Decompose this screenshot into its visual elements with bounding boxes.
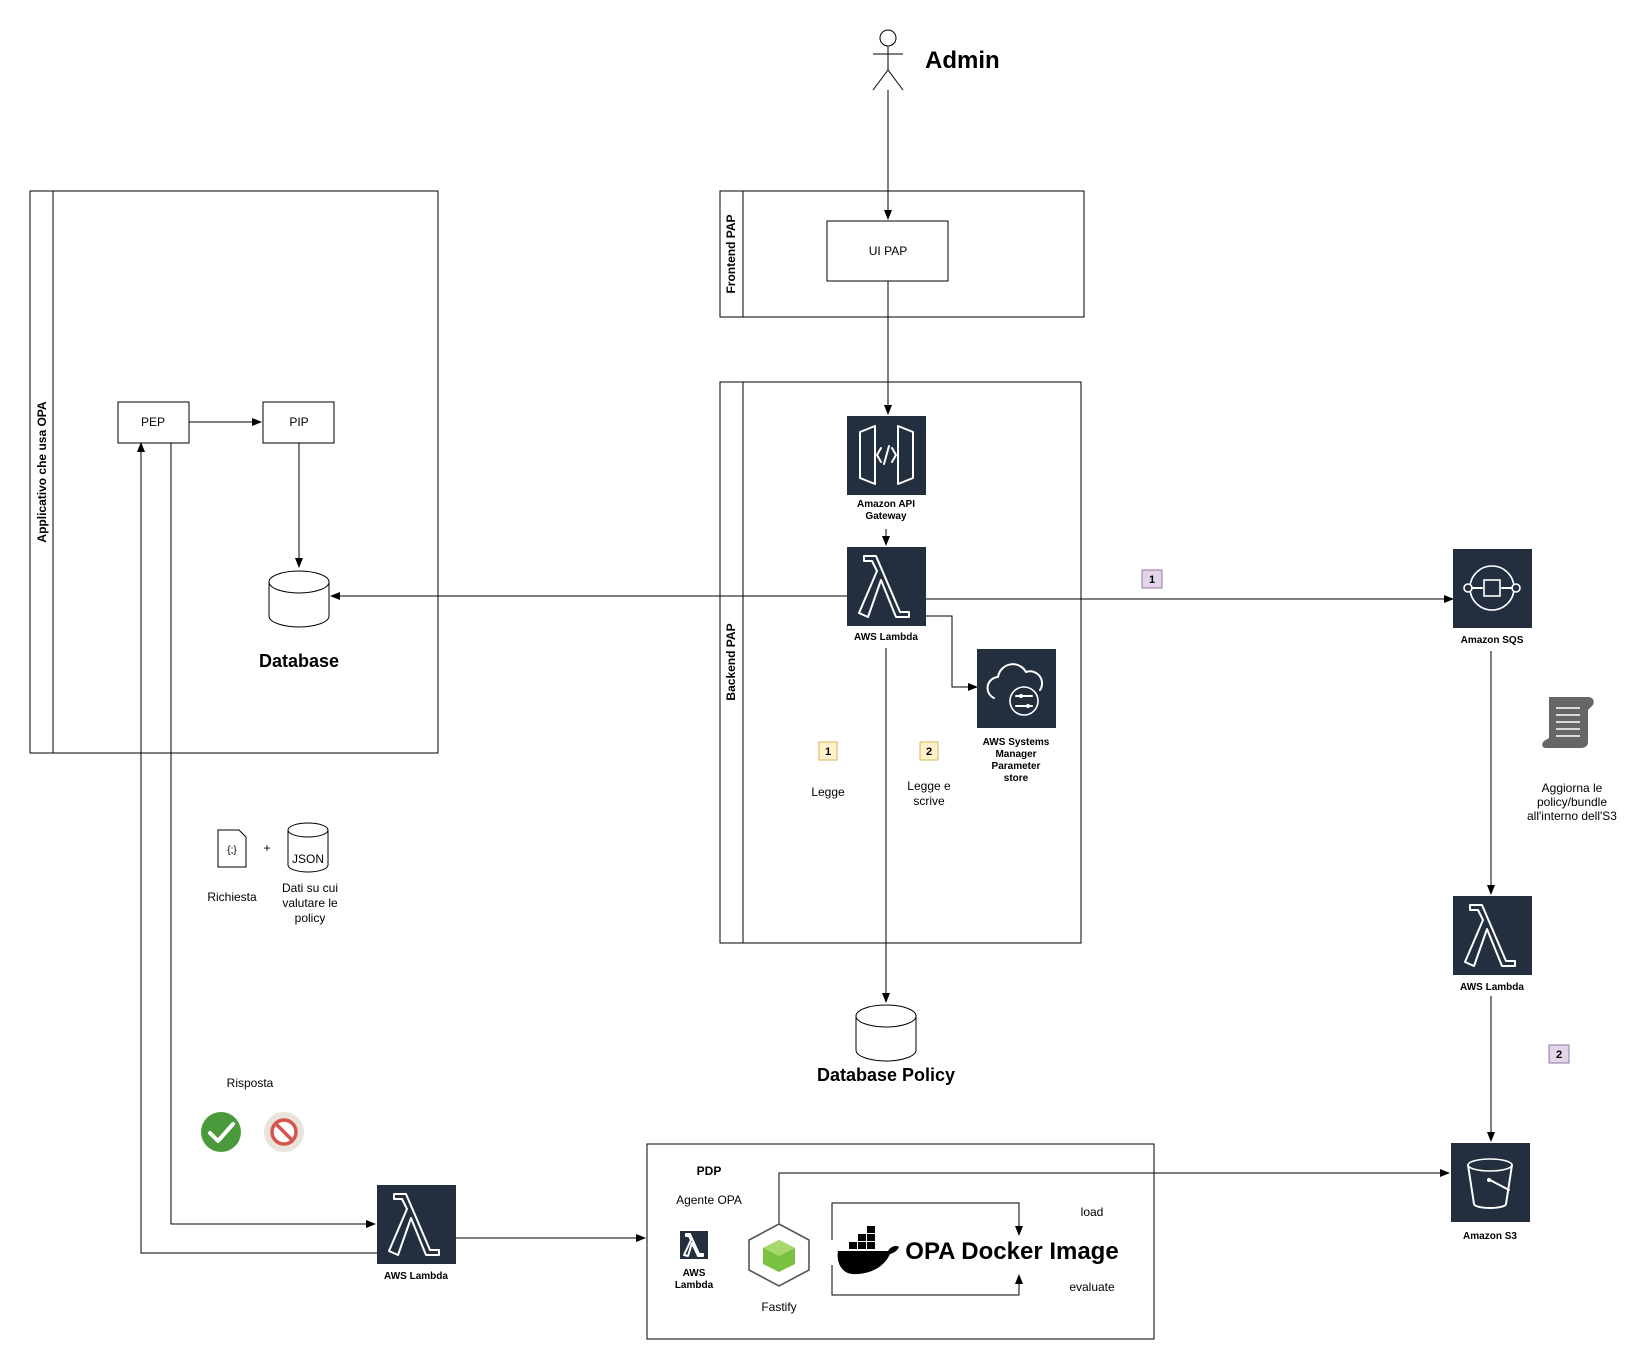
lambda-right-label: AWS Lambda [1460,982,1524,993]
richiesta-label: Richiesta [207,890,257,904]
risposta-label: Risposta [227,1076,274,1090]
docker-whale-icon [837,1226,899,1275]
ssm-label-1: AWS Systems [983,737,1050,748]
pip-node[interactable]: PIP [262,401,335,444]
lambda-right-node[interactable]: AWS Lambda [1453,896,1532,993]
deny-prohibited-icon [264,1112,304,1152]
s3-bucket-icon [1467,1158,1513,1209]
dati-label-1: Dati su cui [282,881,338,895]
app-container: Applicativo che usa OPA [29,190,439,754]
evaluate-label: evaluate [1069,1280,1115,1294]
badge-s3-step-number: 2 [1556,1049,1562,1061]
badge-legge-scrive: 2 [919,741,939,761]
opa-docker-node[interactable]: OPA Docker Image [837,1226,1119,1275]
lambda-pdp-node[interactable]: AWS Lambda [675,1231,714,1291]
sqs-icon [1463,565,1521,611]
badge-sqs-step: 1 [1141,569,1163,589]
code-glyph: {;} [227,845,237,856]
database-cylinder-icon [855,1004,917,1062]
lambda-icon [388,1193,440,1256]
database-node[interactable]: Database [259,570,339,671]
lambda-icon [683,1233,704,1257]
legge-label: Legge [811,785,845,799]
lambda-bottom-node[interactable]: AWS Lambda [377,1185,456,1282]
api-gateway-label-2: Gateway [865,511,907,522]
database-policy-label: Database Policy [817,1065,955,1085]
allow-check-icon [201,1112,241,1152]
badge-s3-step: 2 [1548,1044,1570,1064]
badge-legge-number: 1 [825,746,831,758]
ssm-node[interactable]: AWS Systems Manager Parameter store [977,649,1056,784]
lambda-pdp-label-2: Lambda [675,1280,714,1291]
ssm-label-3: Parameter [992,761,1041,772]
plus-sign: + [263,841,270,855]
json-label: JSON [292,852,324,866]
edges [137,90,1495,1296]
ui-pap-label: UI PAP [869,244,907,258]
stick-figure-icon [872,29,904,91]
lambda-icon [858,555,910,618]
ui-pap-node[interactable]: UI PAP [826,220,949,282]
nodejs-hexagon-icon [748,1223,810,1287]
edge-load [831,1202,1023,1240]
opa-docker-label: OPA Docker Image [905,1238,1118,1265]
pdp-container: PDP Agente OPA [646,1143,1155,1340]
json-data: JSON Dati su cui valutare le policy [282,822,338,925]
database-policy-node[interactable]: Database Policy [817,1004,955,1085]
legge-scrive-label-1: Legge e [907,779,951,793]
database-label: Database [259,651,339,671]
frontend-pap-title: Frontend PAP [724,214,738,293]
ssm-label-4: store [1004,773,1029,784]
edge-pep-to-lambda [170,443,376,1228]
pep-node[interactable]: PEP [117,401,190,444]
edge-fastify-to-s3 [778,1169,1450,1224]
aggiorna-label-2: policy/bundle [1537,795,1607,809]
code-file-icon [217,829,247,868]
fastify-label: Fastify [761,1300,796,1314]
s3-node[interactable]: Amazon S3 [1451,1143,1530,1242]
request-file: {;} Richiesta [207,829,257,904]
api-gateway-label-1: Amazon API [857,499,915,510]
pip-label: PIP [289,415,308,429]
dati-label-3: policy [295,911,326,925]
aggiorna-label-1: Aggiorna le [1542,781,1603,795]
json-cylinder-icon [287,822,329,873]
badge-legge: 1 [818,741,838,761]
app-container-title: Applicativo che usa OPA [35,401,49,542]
policy-scroll-icon [1542,697,1594,748]
edge-lambda-to-ssm [925,615,978,691]
lambda-icon [1464,904,1516,967]
opa-agent-label: Agente OPA [676,1193,742,1207]
sqs-label: Amazon SQS [1461,635,1524,646]
aggiorna-label-3: all'interno dell'S3 [1527,809,1617,823]
load-label: load [1081,1205,1104,1219]
admin-actor[interactable]: Admin [872,29,1000,91]
ssm-label-2: Manager [995,749,1036,760]
api-gateway-icon [859,425,914,485]
lambda-bottom-label: AWS Lambda [384,1271,448,1282]
sqs-node[interactable]: Amazon SQS [1453,549,1532,646]
admin-label: Admin [925,47,1000,74]
cloud-settings-icon [986,663,1043,716]
api-gateway-node[interactable]: Amazon API Gateway [847,416,926,522]
legge-scrive-label-2: scrive [913,794,945,808]
edge-evaluate [831,1265,1023,1296]
dati-label-2: valutare le [282,896,338,910]
lambda-pdp-label-1: AWS [683,1268,706,1279]
badge-legge-scrive-number: 2 [926,746,932,758]
s3-label: Amazon S3 [1463,1231,1517,1242]
pep-label: PEP [141,415,165,429]
database-cylinder-icon [268,570,330,628]
backend-pap-title: Backend PAP [724,623,738,700]
fastify-node[interactable]: Fastify [748,1223,810,1314]
pdp-title: PDP [697,1164,722,1178]
edge-lambda-response-to-pep [137,442,377,1254]
badge-sqs-step-number: 1 [1149,574,1155,586]
lambda-backend-label: AWS Lambda [854,632,918,643]
lambda-backend-node[interactable]: AWS Lambda [847,547,926,643]
